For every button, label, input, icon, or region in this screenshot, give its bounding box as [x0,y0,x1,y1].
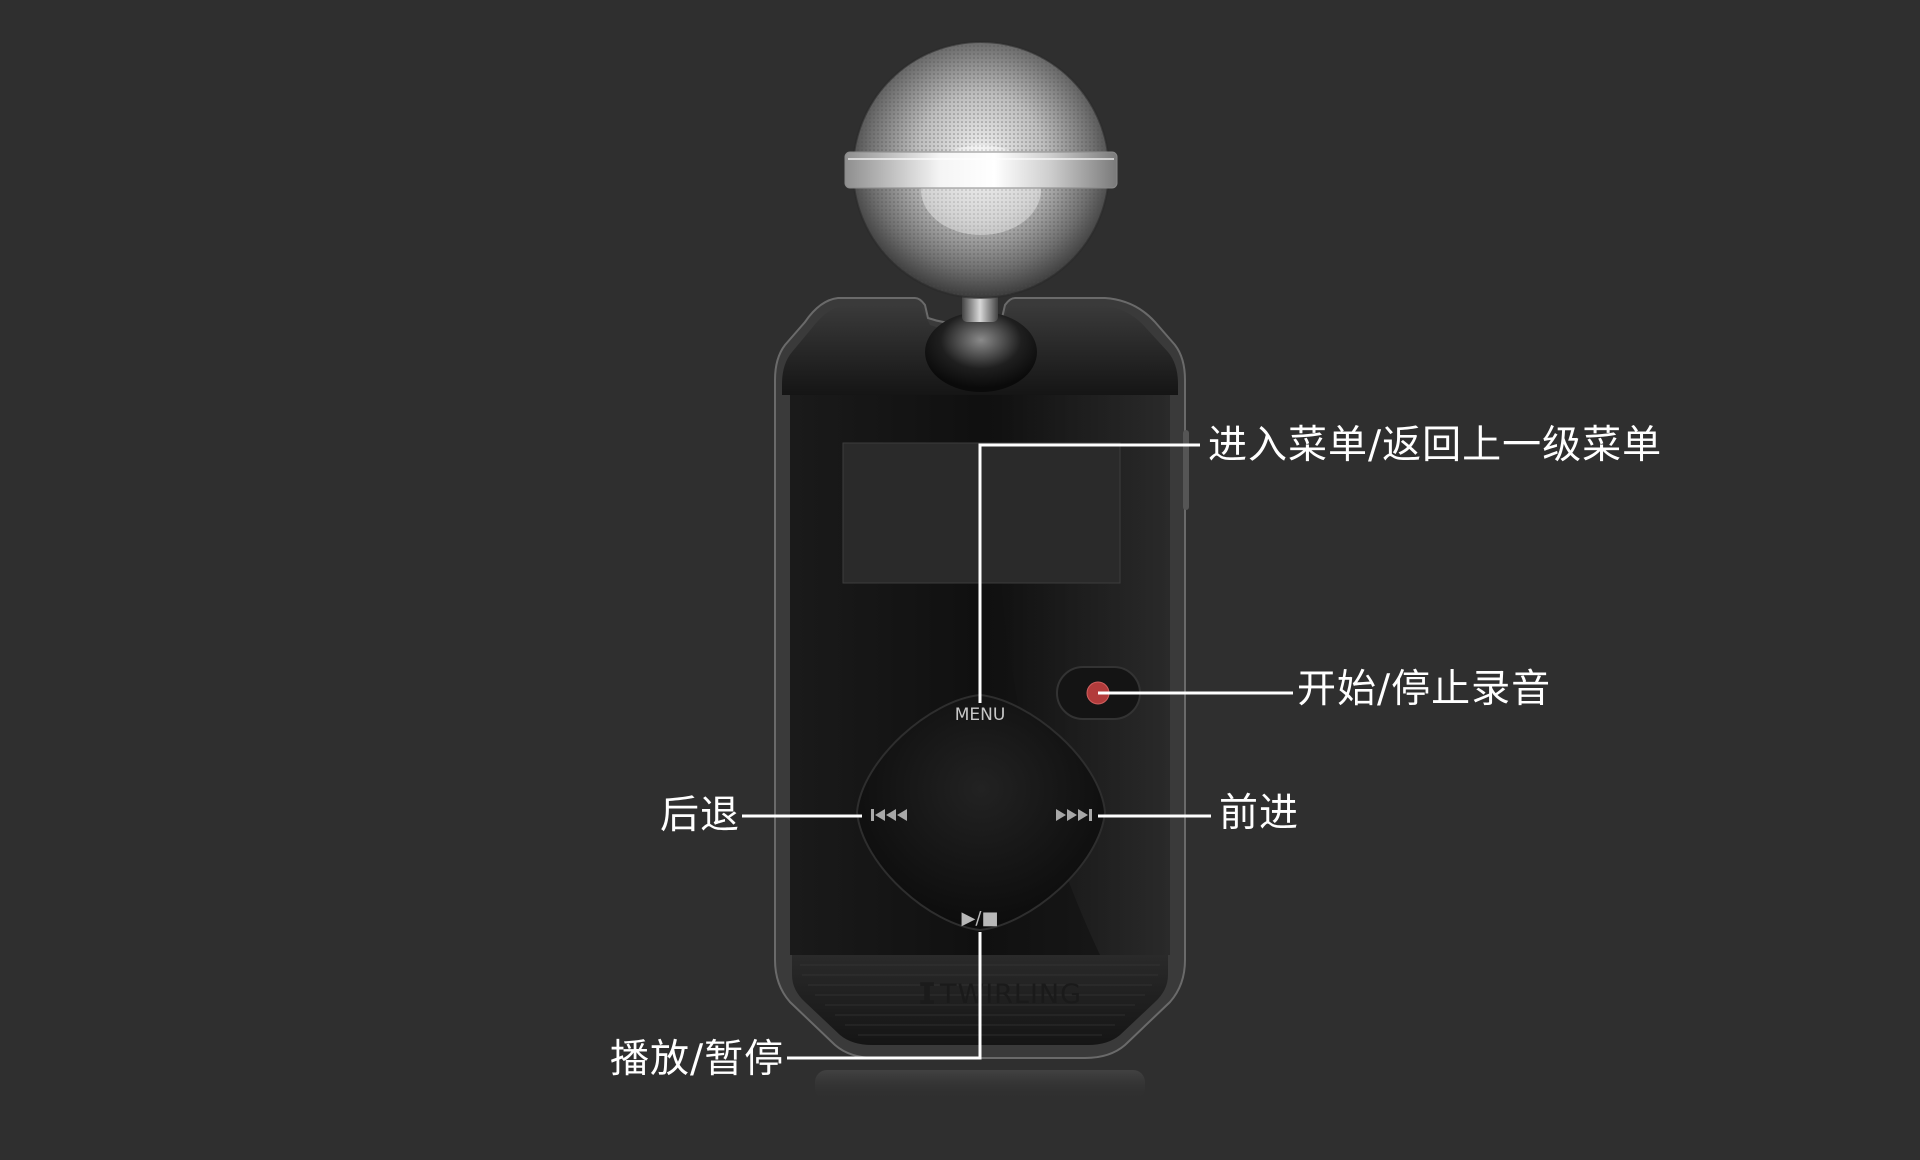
svg-text:ⵊ: ⵊ [918,977,936,1012]
brand-logo: TWIRLING [939,979,1082,1010]
play-pause-callout-label: 播放/暂停 [610,1037,785,1082]
back-callout-label: 后退 [660,793,741,838]
callout-lines [742,443,1293,1060]
mic-joint [925,312,1037,392]
microphone-ring [844,151,1118,189]
menu-callout-line [978,443,1200,703]
menu-button-label[interactable]: MENU [955,705,1006,725]
side-button [1183,430,1189,510]
next-track-icon[interactable] [1056,809,1092,821]
previous-track-icon[interactable] [871,809,907,821]
forward-callout-label: 前进 [1219,791,1300,836]
play-callout-line [787,932,982,1060]
play-stop-icon[interactable]: ▶/■ [962,908,999,929]
control-pad[interactable] [855,693,1107,932]
floor-reflection [815,1070,1145,1100]
record-callout-label: 开始/停止录音 [1297,667,1552,712]
menu-callout-label: 进入菜单/返回上一级菜单 [1208,423,1663,468]
twirling-logo-icon: ⵊ [918,977,936,1012]
